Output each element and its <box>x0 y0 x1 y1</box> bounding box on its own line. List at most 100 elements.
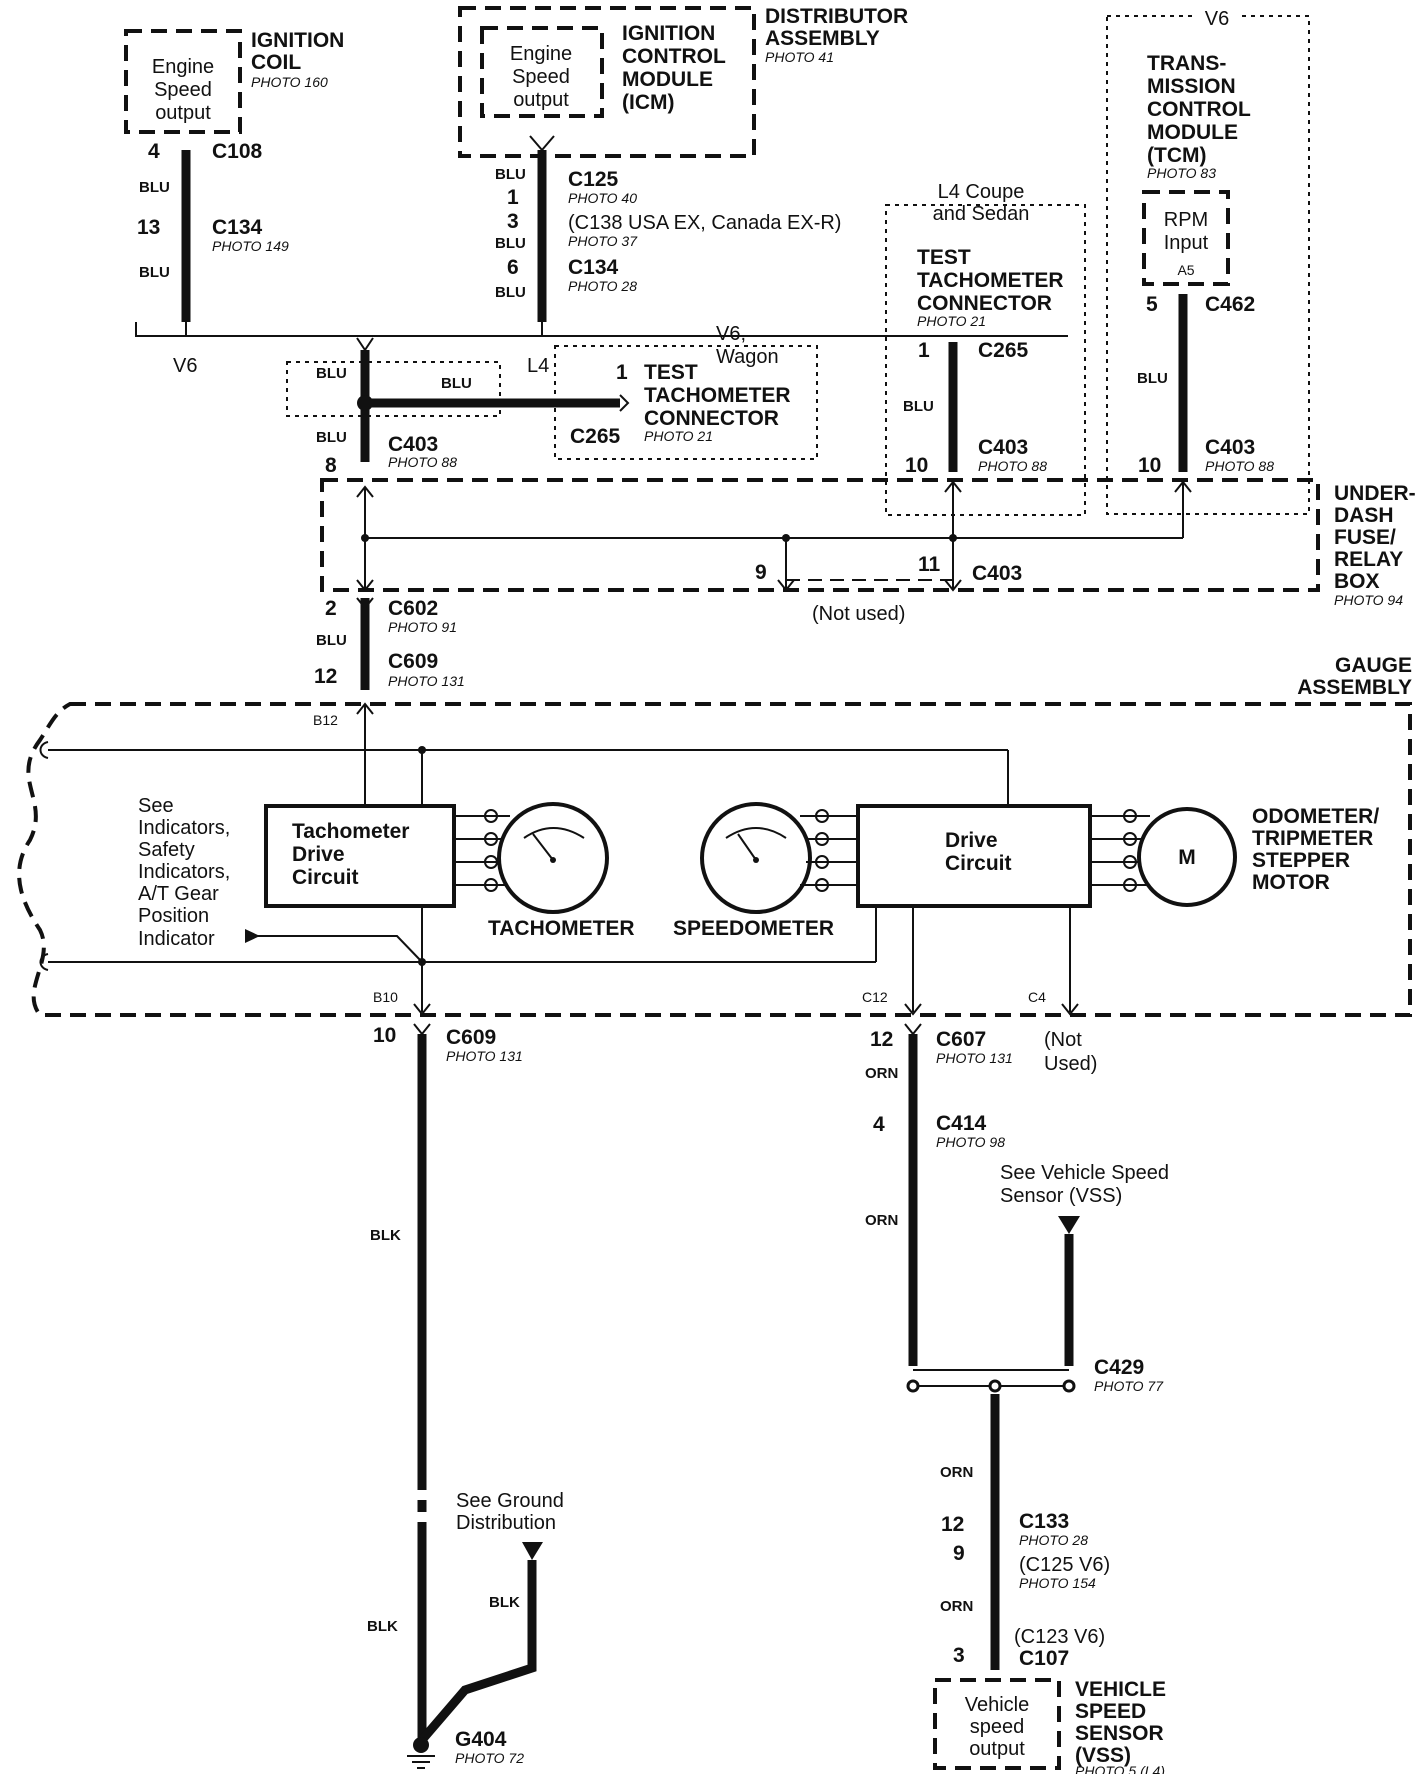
vss-pin4: 4 <box>873 1113 885 1136</box>
junction-blu-mid: BLU <box>441 375 472 392</box>
tcm-pin10: 10 <box>1138 454 1161 477</box>
tcm-name-1: TRANS- <box>1147 52 1226 75</box>
drive-circuit <box>856 804 1092 908</box>
fuse-box-name-5: BOX <box>1334 570 1380 593</box>
ignition-coil-name-2: COIL <box>251 51 301 74</box>
motor-label: M <box>1178 846 1196 869</box>
vss-c125-photo: PHOTO 154 <box>1019 1575 1096 1591</box>
icm-c134-photo: PHOTO 28 <box>568 278 637 294</box>
vss-c429-photo: PHOTO 77 <box>1094 1378 1164 1394</box>
vss-orn4: ORN <box>940 1598 973 1615</box>
vss-orn2: ORN <box>865 1212 898 1229</box>
l4-header-2: and Sedan <box>933 203 1030 225</box>
see-ground-2: Distribution <box>456 1512 556 1534</box>
icm-name-2: CONTROL <box>622 45 726 68</box>
l4-test-blu: BLU <box>903 398 934 415</box>
junction-blu-left: BLU <box>316 365 347 382</box>
l4-test-pin1: 1 <box>918 339 930 362</box>
tcm-c462: C462 <box>1205 293 1255 316</box>
icm-name-3: MODULE <box>622 68 713 91</box>
icm-wire-3: BLU <box>495 284 526 301</box>
v6-label: V6 <box>173 355 197 377</box>
tcm-name-2: MISSION <box>1147 75 1236 98</box>
fuse-box-not-used: (Not used) <box>812 603 905 625</box>
tach-drive-2: Drive <box>292 843 345 866</box>
icm-pin-1: 1 <box>507 186 519 209</box>
tach-drive-3: Circuit <box>292 866 359 889</box>
vss-name-3: SENSOR <box>1075 1722 1164 1745</box>
vss-orn3: ORN <box>940 1464 973 1481</box>
icm-box-line3: output <box>513 89 569 111</box>
ground-c609-photo: PHOTO 131 <box>446 1048 523 1064</box>
test-conn-name-1: TEST <box>644 361 698 384</box>
tcm-pin5: 5 <box>1146 293 1158 316</box>
vss-c125: (C125 V6) <box>1019 1554 1110 1576</box>
vss-box <box>933 1678 1061 1770</box>
icm-c138: (C138 USA EX, Canada EX-R) <box>568 212 841 234</box>
speedometer-label: SPEEDOMETER <box>673 917 834 940</box>
icm-speed-box <box>480 26 604 118</box>
vss-c133: C133 <box>1019 1510 1069 1533</box>
v6-wagon-1: V6, <box>716 323 746 345</box>
drive-circuit-2: Circuit <box>945 852 1012 875</box>
gauge-link-blu: BLU <box>316 632 347 649</box>
ignition-coil-conn-mid: C134 <box>212 216 263 239</box>
icm-c134: C134 <box>568 256 619 279</box>
see-ind-5: A/T Gear <box>138 883 219 905</box>
gauge-assembly-outline <box>17 702 1412 1017</box>
ground-pin10: 10 <box>373 1024 396 1047</box>
vss-box-1: Vehicle <box>965 1694 1030 1716</box>
distributor-name-1: DISTRIBUTOR <box>765 5 908 28</box>
odo-2: TRIPMETER <box>1252 827 1373 850</box>
distributor-assembly: Engine Speed output IGNITION CONTROL MOD… <box>458 5 908 322</box>
vss-name-1: VEHICLE <box>1075 1678 1166 1701</box>
l4-test-c403: C403 <box>978 436 1028 459</box>
fuse-box-c403: C403 <box>972 562 1022 585</box>
l4-test-c265: C265 <box>978 339 1029 362</box>
tcm-c403: C403 <box>1205 436 1255 459</box>
drive-circuit-1: Drive <box>945 829 998 852</box>
junction-c403-photo: PHOTO 88 <box>388 454 457 470</box>
vss-c414-photo: PHOTO 98 <box>936 1134 1005 1150</box>
gauge-link: 2 C602 PHOTO 91 BLU 12 C609 PHOTO 131 B1… <box>313 597 465 728</box>
ignition-coil-pin-mid: 13 <box>137 216 160 239</box>
ignition-coil-pin-top: 4 <box>148 140 160 163</box>
vss-circuit: 12 C607 PHOTO 131 (Not Used) ORN 4 C414 … <box>865 1023 1169 1774</box>
tach-drive-circuit <box>264 804 456 908</box>
vss-pin3: 3 <box>953 1644 965 1667</box>
tcm-header: V6 <box>1205 8 1229 30</box>
see-ground-1: See Ground <box>456 1490 564 1512</box>
distributor-photo: PHOTO 41 <box>765 49 834 65</box>
gauge-assembly: GAUGE ASSEMBLY Tachometer Drive Circuit … <box>17 654 1412 1017</box>
junction-c403: C403 <box>388 433 438 456</box>
icm-box-line1: Engine <box>510 43 572 65</box>
fuse-box-photo: PHOTO 94 <box>1334 592 1403 608</box>
vss-name-4: (VSS) <box>1075 1744 1131 1767</box>
fuse-box-name-1: UNDER- <box>1334 482 1416 505</box>
l4-test-name-3: CONNECTOR <box>917 292 1052 315</box>
fuse-box-name-4: RELAY <box>1334 548 1403 571</box>
gauge-link-c609-photo: PHOTO 131 <box>388 673 465 689</box>
see-ind-4: Indicators, <box>138 861 230 883</box>
fuse-box-name-3: FUSE/ <box>1334 526 1396 549</box>
under-dash-fuse-box: UNDER- DASH FUSE/ RELAY BOX PHOTO 94 9 1… <box>320 478 1416 625</box>
icm-pin-mark <box>529 135 555 152</box>
tcm-name-3: CONTROL <box>1147 98 1251 121</box>
vss-box-2: speed <box>970 1716 1025 1738</box>
l4-test-name-1: TEST <box>917 246 971 269</box>
junction-area: V6 L4 BLU BLU V6, Wagon 1 TEST TACHOMETE… <box>135 322 1068 477</box>
vss-c123: (C123 V6) <box>1014 1626 1105 1648</box>
fuse-box-outline <box>320 478 1320 592</box>
ignition-coil-conn-top: C108 <box>212 140 263 163</box>
l4-test-pin10: 10 <box>905 454 928 477</box>
icm-wire-2: BLU <box>495 235 526 252</box>
ground-blk1: BLK <box>370 1227 401 1244</box>
ignition-coil-wire2: BLU <box>139 264 170 281</box>
tcm-name-5: (TCM) <box>1147 144 1206 167</box>
icm-c125-photo: PHOTO 40 <box>568 190 637 206</box>
tcm-rpm-box <box>1142 190 1230 286</box>
ignition-coil-box-line2: Speed <box>154 79 212 101</box>
ignition-coil-box-line3: output <box>155 102 211 124</box>
tcm-box-1: RPM <box>1164 209 1208 231</box>
odo-4: MOTOR <box>1252 871 1330 894</box>
